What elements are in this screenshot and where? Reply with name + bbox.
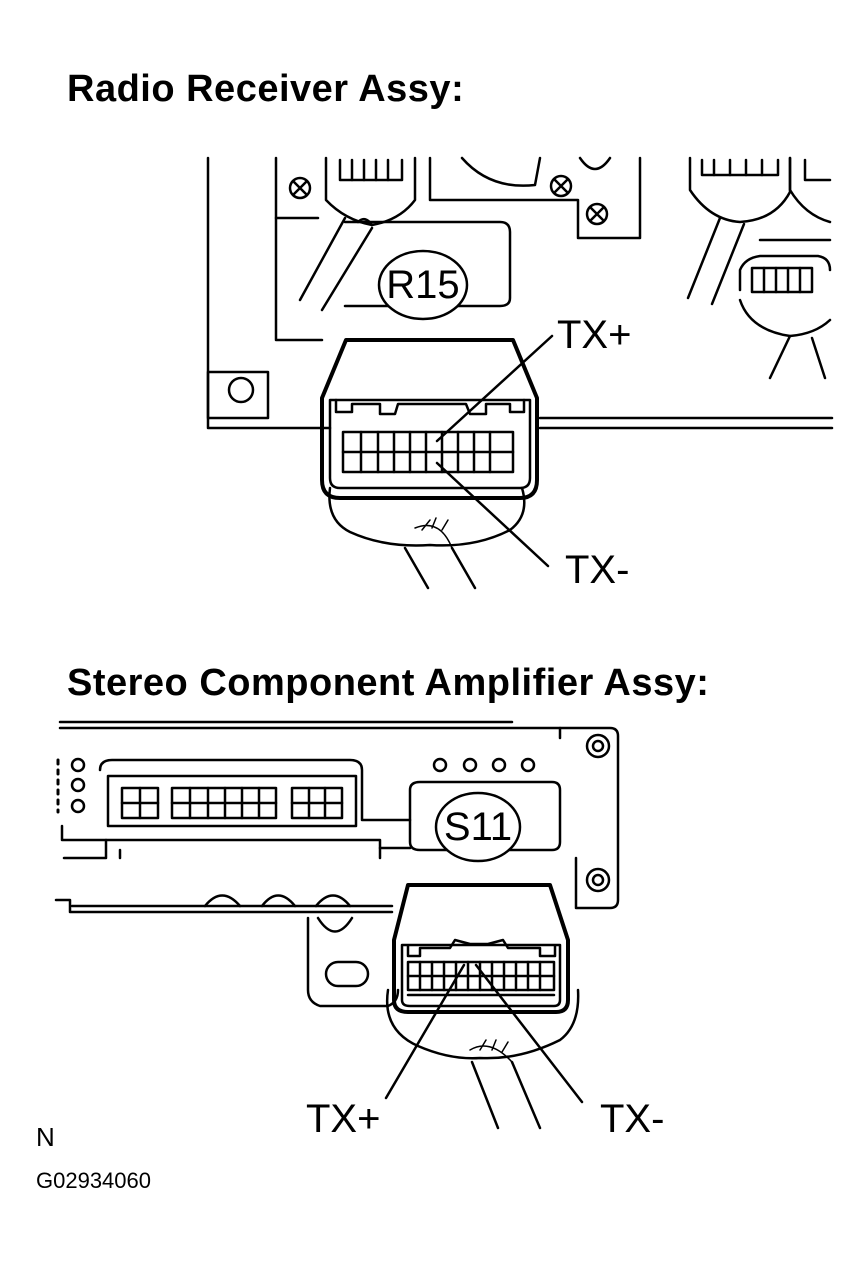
view-code: N — [36, 1122, 55, 1152]
leader-line-s11-txplus — [384, 963, 466, 1100]
connector-id-s11: S11 — [443, 805, 513, 849]
r15-pin-label-txplus: TX+ — [557, 313, 632, 357]
s11-pin-label-txplus: TX+ — [306, 1097, 381, 1141]
section-title-radio-receiver: Radio Receiver Assy: — [67, 68, 465, 110]
stereo-amplifier-illustration — [54, 720, 620, 1008]
radio-receiver-illustration — [206, 156, 834, 430]
connector-s11 — [385, 883, 580, 1130]
connector-id-r15: R15 — [386, 263, 460, 307]
s11-label-ellipse — [434, 791, 522, 863]
section-title-stereo-amplifier: Stereo Component Amplifier Assy: — [67, 662, 710, 704]
leader-line-r15-txplus — [435, 334, 554, 443]
figure-code: G02934060 — [36, 1168, 151, 1193]
r15-pin-label-txminus: TX- — [565, 548, 630, 592]
connector-r15 — [320, 338, 539, 590]
leader-line-s11-txminus — [474, 963, 584, 1104]
leader-line-r15-txminus — [435, 461, 550, 568]
s11-pin-label-txminus: TX- — [600, 1097, 665, 1141]
r15-label-ellipse — [377, 249, 469, 321]
